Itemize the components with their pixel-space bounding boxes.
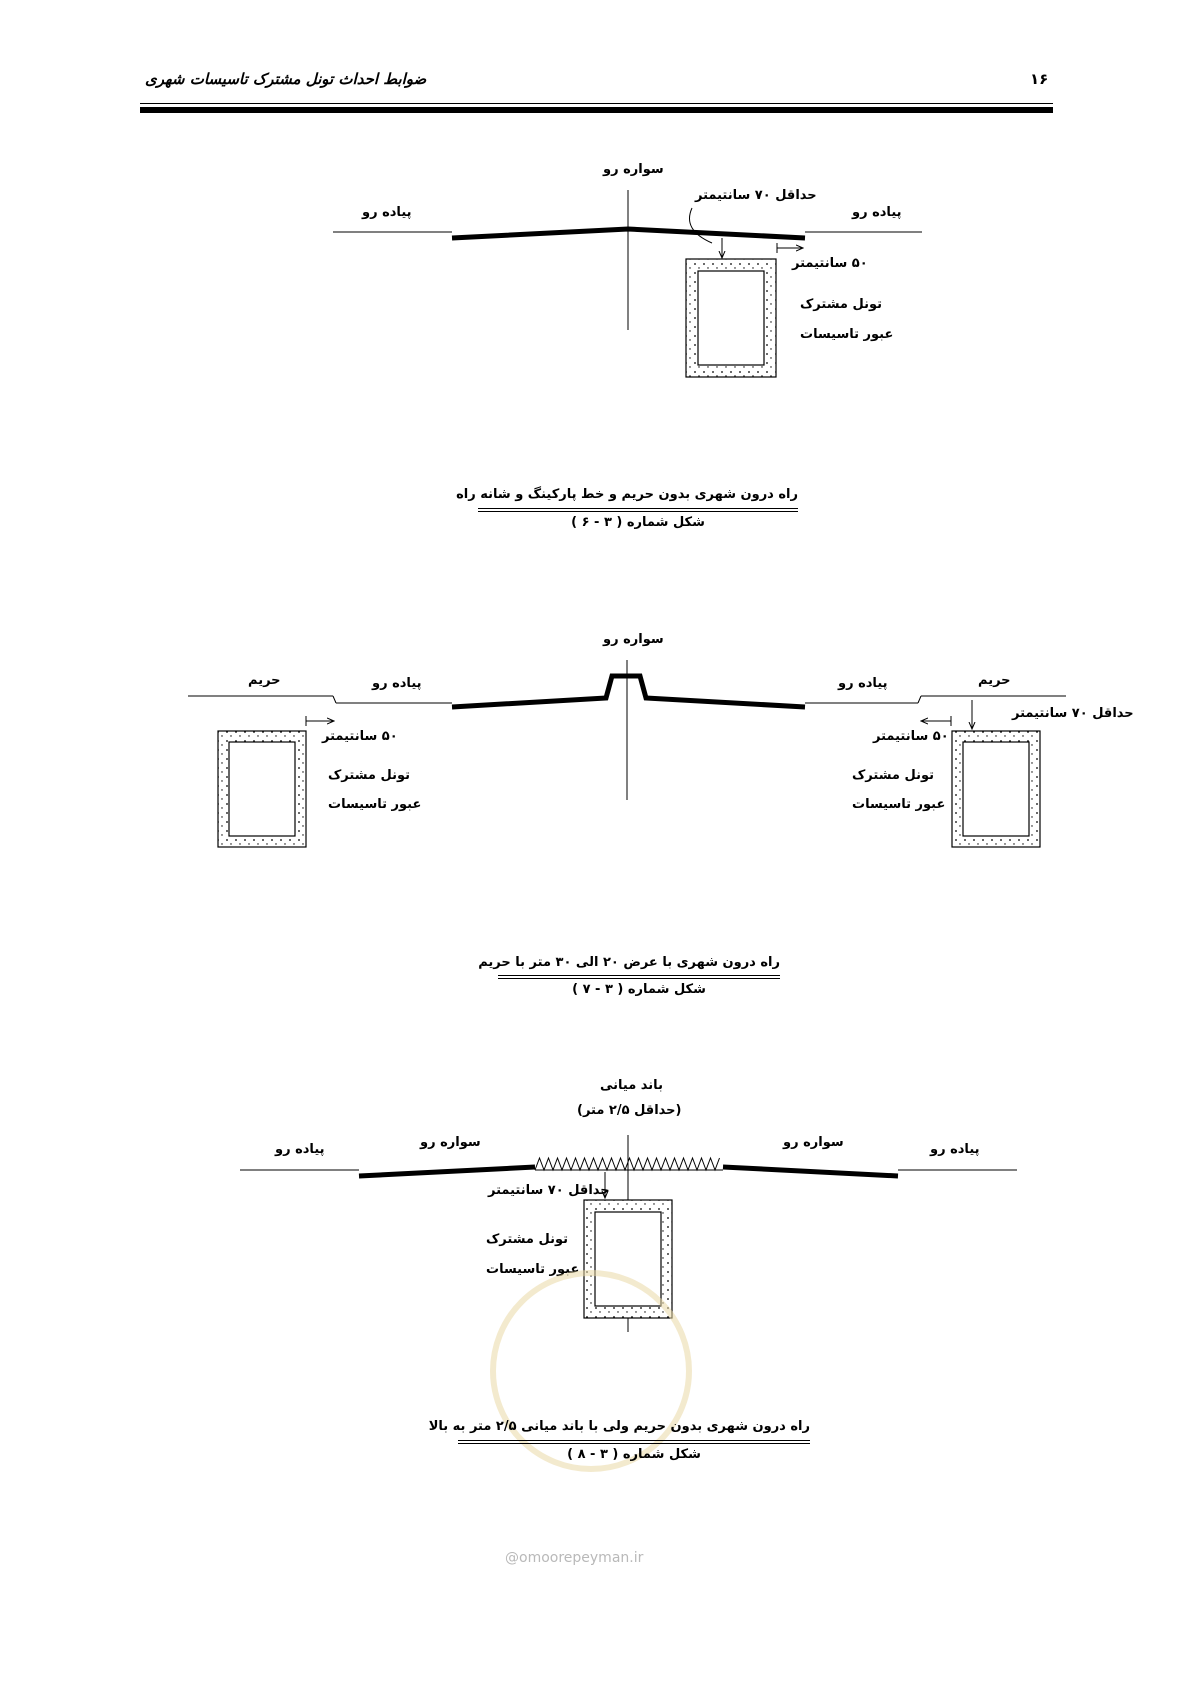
fig8-caption-rule-1 [458,1440,810,1441]
header-rule-thick [140,107,1053,113]
fig8-road-right [722,1164,899,1179]
fig7-offset-left-label: ۵۰ سانتیمتر [322,729,398,744]
watermark-url: @omoorepeyman.ir [505,1550,644,1566]
figure6-drawing [333,190,922,378]
fig6-caption-rule-2 [478,511,798,512]
fig6-road-label: سواره رو [603,162,664,177]
fig8-median-min-label: (حداقل ۲/۵ متر) [577,1103,682,1118]
fig8-road-left-label: سواره رو [420,1135,481,1150]
fig8-caption-rule-2 [458,1443,810,1444]
fig7-road-surface [451,673,806,710]
fig7-caption-rule-1 [498,975,780,976]
fig6-caption-rule-1 [478,508,798,509]
fig7-caption: راه درون شهری با عرض ۲۰ الی ۳۰ متر با حر… [478,955,780,970]
fig7-left-tunnel-label-2: عبور تاسیسات [328,797,422,812]
fig6-sidewalk-left-label: پیاده رو [362,205,412,220]
fig8-min-depth-label: حداقل ۷۰ سانتیمتر [488,1183,610,1198]
fig6-tunnel-label-2: عبور تاسیسات [800,327,894,342]
fig7-sidewalk-right-label: پیاده رو [838,676,888,691]
fig6-tunnel-inner [697,270,765,366]
fig8-tunnel-label-1: تونل مشترک [486,1232,569,1247]
fig7-harim-left-label: حریم [248,673,281,688]
fig8-sidewalk-left-label: پیاده رو [275,1142,325,1157]
watermark-seal [490,1270,692,1472]
fig6-caption: راه درون شهری بدون حریم و خط پارکینگ و ش… [456,487,798,502]
fig6-tunnel-label-1: تونل مشترک [800,297,883,312]
fig7-right-tunnel-label-1: تونل مشترک [852,768,935,783]
fig6-min-depth-label: حداقل ۷۰ سانتیمتر [695,188,817,203]
fig7-right-tunnel-inner [962,741,1030,837]
fig7-caption-rule-2 [498,978,780,979]
fig7-sidewalk-left-label: پیاده رو [372,676,422,691]
fig6-sidewalk-right-label: پیاده رو [852,205,902,220]
fig7-road-label: سواره رو [603,632,664,647]
fig7-offset-right-label: ۵۰ سانتیمتر [873,729,949,744]
fig8-road-left [358,1164,536,1179]
fig8-sidewalk-right-label: پیاده رو [930,1142,980,1157]
fig6-figure-number: شکل شماره ( ۳ - ۶ ) [571,515,705,530]
page-number: ۱۶ [1030,70,1049,88]
header-rule-thin [140,103,1053,104]
fig7-left-tunnel-inner [228,741,296,837]
figure7-drawing [188,660,1066,848]
fig8-median-label: باند میانی [600,1078,663,1093]
fig8-tunnel-label-2: عبور تاسیسات [486,1262,580,1277]
fig8-caption: راه درون شهری بدون حریم ولی با باند میان… [428,1419,810,1434]
fig6-offset-label: ۵۰ سانتیمتر [792,256,868,271]
fig7-left-tunnel-label-1: تونل مشترک [328,768,411,783]
fig7-min-depth-label: حداقل ۷۰ سانتیمتر [1012,706,1134,721]
fig8-road-right-label: سواره رو [783,1135,844,1150]
header-title: ضوابط احداث تونل مشترک تاسیسات شهری [145,70,427,88]
fig7-harim-right-label: حریم [978,673,1011,688]
fig7-figure-number: شکل شماره ( ۳ - ۷ ) [572,982,706,997]
fig7-right-tunnel-label-2: عبور تاسیسات [852,797,946,812]
fig8-median-zigzag [534,1156,720,1172]
fig8-figure-number: شکل شماره ( ۳ - ۸ ) [567,1447,701,1462]
fig6-leader [689,207,713,244]
